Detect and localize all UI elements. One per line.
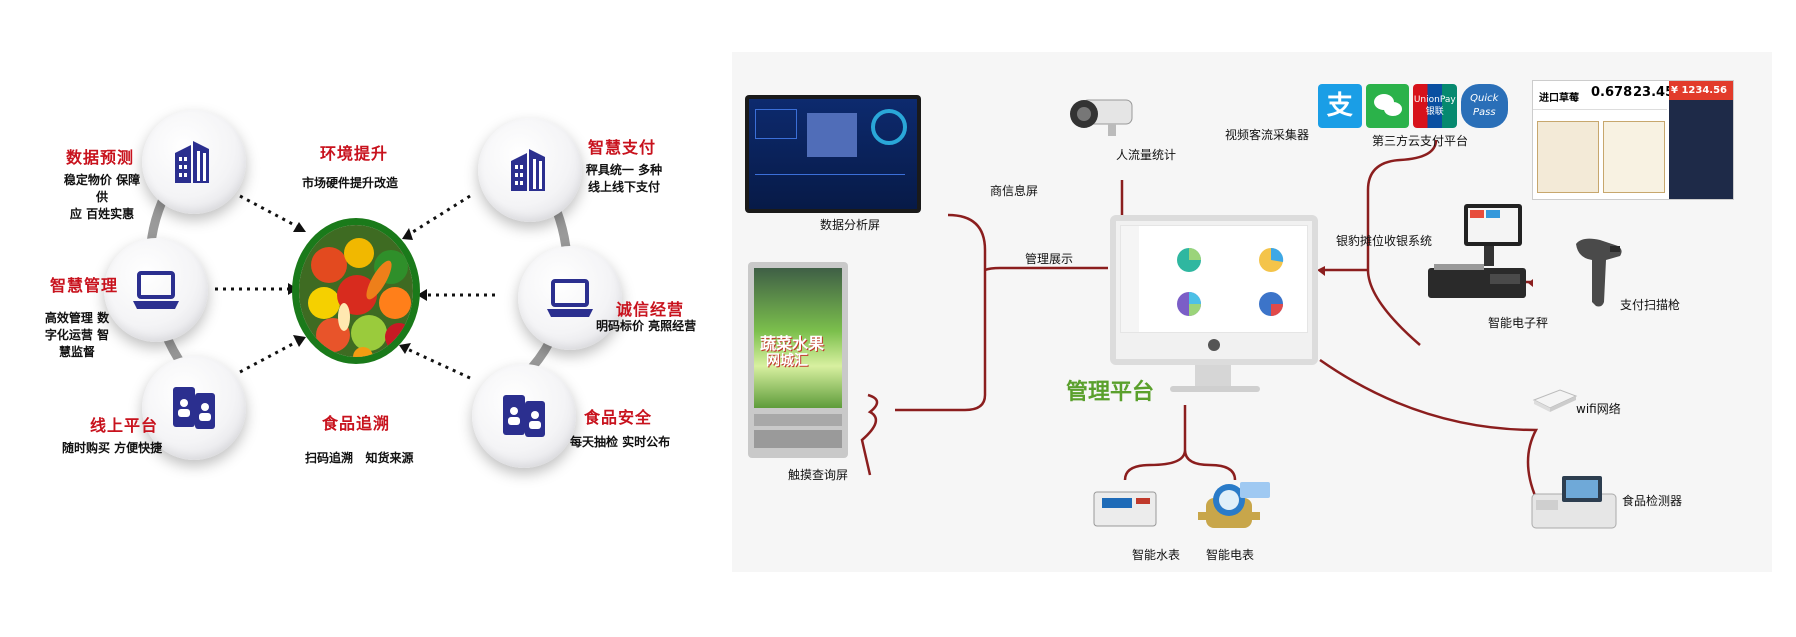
feature-desc-integrity: 明码标价 亮照经营 (596, 319, 697, 333)
camera-icon (1070, 99, 1133, 136)
barcode-scanner-icon (1576, 238, 1622, 307)
unionpay-icon: UnionPay 银联 (1413, 84, 1457, 128)
feature-title-integrity: 诚信经营 (616, 300, 685, 319)
alipay-icon: 支 (1318, 84, 1362, 128)
board-product: 进口草莓 (1539, 93, 1579, 104)
center-top-title: 环境提升 (320, 144, 389, 163)
board-price2: 23.45 (1633, 85, 1675, 100)
food-tester-icon (1531, 476, 1617, 529)
kiosk-poster-line1: 蔬菜水果 (760, 334, 825, 353)
water-meter-label: 智能水表 (1132, 548, 1181, 562)
dashboard-pie-charts (1177, 247, 1284, 316)
smart-scale-icon (1428, 204, 1526, 298)
kiosk-poster-line2: 网城汇 (766, 353, 808, 369)
board-price1: 0.678 (1591, 85, 1633, 100)
mobile-users-icon (173, 387, 215, 429)
price-info-board: 进口草莓 0.678 23.45 ¥ 1234.56 (1532, 80, 1734, 200)
feature-circle-food-safety (472, 364, 576, 468)
feature-circle-smart-manage (104, 238, 208, 342)
touch-kiosk: 蔬菜水果 网城汇 (748, 262, 848, 458)
feature-title-smart-manage: 智慧管理 (50, 276, 119, 295)
video-collector-label: 视频客流采集器 (1225, 128, 1310, 142)
wifi-router-icon (1532, 389, 1578, 412)
feature-circle-online (142, 356, 246, 460)
feature-desc-smart-manage: 高效管理 数字化运营 智慧监督 (44, 311, 110, 359)
building-icon (511, 149, 545, 191)
water-meter-icon (1093, 491, 1157, 527)
laptop-icon (547, 279, 593, 317)
feature-circle-smart-pay (478, 118, 582, 222)
feature-desc-smart-pay: 秤具统一 多种线上线下支付 (585, 163, 663, 194)
data-analysis-screen (745, 95, 921, 213)
cashier-system-label: 银豹摊位收银系统 (1336, 234, 1433, 248)
feature-title-food-safety: 食品安全 (584, 408, 653, 427)
data-screen-label: 数据分析屏 (820, 218, 881, 232)
mobile-users-icon (503, 395, 545, 437)
quickpass-icon: Quick Pass (1460, 84, 1509, 128)
center-bottom-title: 食品追溯 (322, 414, 391, 433)
platform-title: 管理平台 (1066, 380, 1155, 405)
feature-title-online: 线上平台 (90, 416, 159, 435)
produce-hub (292, 218, 420, 364)
management-platform-monitor (1110, 215, 1318, 365)
payment-icons-row: 支 UnionPay 银联 Quick Pass (1318, 84, 1509, 130)
building-icon (175, 141, 209, 183)
electric-meter-icon (1198, 482, 1270, 528)
kiosk-label: 触摸查询屏 (788, 468, 849, 482)
third-party-pay-label: 第三方云支付平台 (1372, 134, 1469, 148)
feature-desc-online: 随时购买 方便快捷 (62, 441, 163, 455)
camera-label: 人流量统计 (1116, 148, 1177, 162)
feature-title-data-predict: 数据预测 (66, 148, 135, 167)
apple-logo-icon (1208, 339, 1220, 351)
vegetables-image (299, 225, 413, 357)
feature-circle-data-predict (142, 110, 246, 214)
merchant-screen-label: 商信息屏 (990, 184, 1039, 198)
board-total: ¥ 1234.56 (1669, 81, 1733, 100)
monitor-stand (1195, 365, 1231, 387)
feature-desc-data-predict: 稳定物价 保障供应 百姓实惠 (63, 173, 141, 221)
center-top-desc: 市场硬件提升改造 (302, 176, 399, 190)
laptop-icon (133, 271, 179, 309)
monitor-base (1170, 386, 1260, 392)
wechat-icon (1365, 84, 1410, 128)
electric-meter-label: 智能电表 (1206, 548, 1255, 562)
smart-scale-label: 智能电子秤 (1488, 316, 1549, 330)
wifi-label: wifi网络 (1576, 402, 1621, 416)
center-bottom-desc: 扫码追溯 知货来源 (305, 451, 414, 465)
food-tester-label: 食品检测器 (1622, 494, 1683, 508)
feature-title-smart-pay: 智慧支付 (588, 138, 657, 157)
feature-circle-integrity (518, 246, 622, 350)
display-label: 管理展示 (1025, 252, 1074, 266)
feature-desc-food-safety: 每天抽检 实时公布 (570, 435, 671, 449)
scanner-label: 支付扫描枪 (1620, 298, 1681, 312)
